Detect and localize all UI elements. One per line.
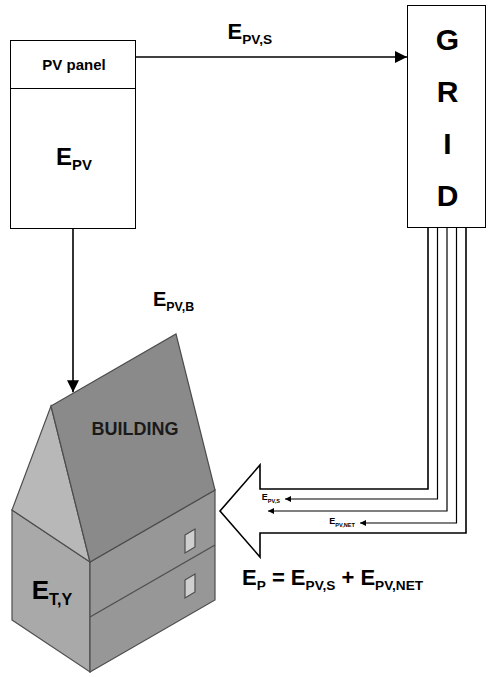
edge-label: EPV,S — [226, 19, 274, 49]
window — [185, 574, 195, 598]
panel-title: PV panel — [42, 56, 105, 74]
flow-label: EPV,NET — [328, 516, 356, 530]
text-slot: PV panel — [42, 56, 105, 74]
subscript: PV,S — [268, 498, 280, 504]
flow-line — [360, 228, 457, 523]
roof — [51, 334, 215, 562]
connector — [136, 56, 407, 58]
text-slot: GRID — [434, 14, 461, 222]
text-slot: EPV — [56, 143, 92, 176]
text-run: E — [228, 19, 243, 44]
edge-label: EP = EPV,S + EPV,NET — [240, 565, 425, 595]
floor-line — [90, 545, 215, 617]
text-run: + — [335, 565, 360, 590]
edge-label-slot: EPV,S — [226, 19, 274, 49]
supply-arrow — [220, 228, 466, 557]
flow-label-slot: EPV,S — [261, 492, 281, 506]
edge-label-slot: EPV,B — [151, 287, 196, 315]
flow-line — [268, 228, 447, 511]
building-outline — [8, 330, 220, 675]
subscript: P — [257, 578, 266, 593]
energy-label: EPV — [56, 143, 92, 176]
flow-label-slot: EPV,NET — [328, 516, 356, 530]
window — [185, 529, 195, 553]
subscript: PV,S — [306, 578, 336, 593]
building-label: BUILDING — [92, 419, 179, 441]
text-run: E — [56, 143, 72, 170]
subscript: PV — [72, 157, 92, 173]
subscript: PV,NET — [335, 522, 355, 528]
text-run: GRID — [436, 23, 459, 212]
text-run: E — [360, 565, 375, 590]
text-run: E — [291, 565, 306, 590]
text-run: E — [329, 516, 335, 526]
grid-label: GRID — [434, 14, 461, 222]
text-run: = — [266, 565, 291, 590]
text-run: E — [32, 575, 49, 605]
subscript: PV,S — [242, 33, 272, 48]
subscript: PV,NET — [375, 578, 423, 593]
text-run: E — [242, 565, 257, 590]
text-slot: BUILDING — [92, 419, 179, 441]
flow-lines — [268, 228, 457, 523]
flow-line — [285, 228, 438, 499]
subscript: T,Y — [49, 590, 72, 608]
text-run: BUILDING — [92, 419, 179, 439]
text-run: E — [262, 492, 268, 502]
building-illustration: BUILDING ET,Y — [8, 330, 220, 675]
subscript: PV,B — [166, 300, 194, 314]
edge-label-slot: EP = EPV,S + EPV,NET — [240, 565, 425, 595]
pv-panel-box: PV panelEPV — [10, 40, 136, 229]
connector — [72, 229, 74, 392]
text-run: PV panel — [42, 56, 105, 73]
divider-line — [11, 88, 135, 89]
energy-label: ET,Y — [32, 575, 73, 610]
text-run: E — [153, 288, 166, 310]
edge-label: EPV,B — [151, 287, 196, 315]
flow-label: EPV,S — [261, 492, 281, 506]
text-slot: ET,Y — [32, 575, 73, 610]
grid-box: GRID — [407, 5, 486, 228]
